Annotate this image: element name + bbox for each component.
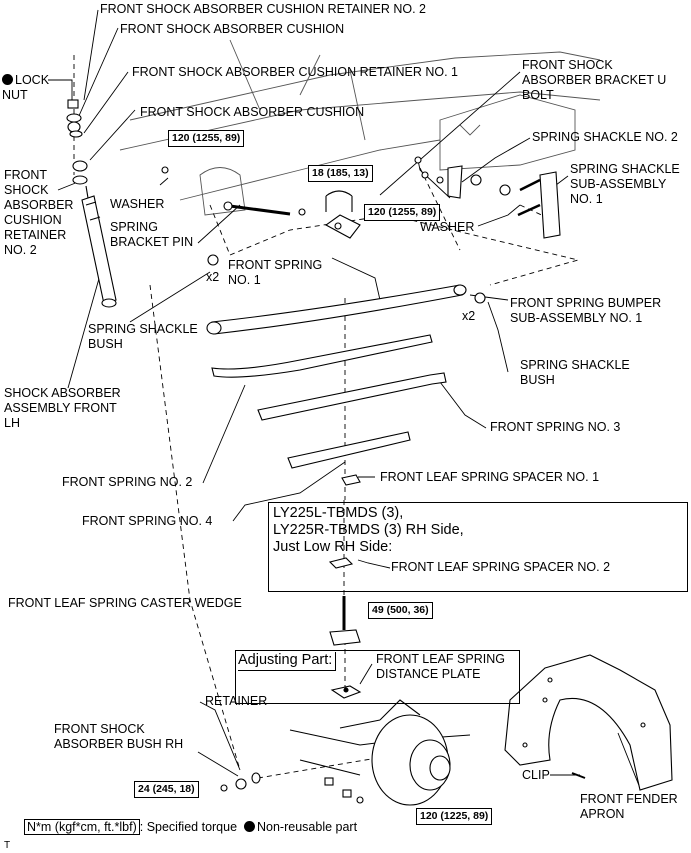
label-shock-assembly: SHOCK ABSORBER ASSEMBLY FRONT LH (4, 386, 121, 430)
label-front-spring-no3: FRONT SPRING NO. 3 (490, 420, 621, 434)
nonreusable-dot-icon (2, 74, 13, 85)
label-retainer-no1: FRONT SHOCK ABSORBER CUSHION RETAINER NO… (132, 65, 458, 79)
label-bush-rh: FRONT SHOCK ABSORBER BUSH RH (54, 722, 184, 751)
torque-box-4: 49 (500, 36) (368, 602, 433, 619)
corner-mark: T (4, 840, 11, 851)
label-front-spring-no1: FRONT SPRING NO. 1 (228, 258, 323, 287)
label-shackle-bush-right: SPRING SHACKLE BUSH (520, 358, 630, 387)
label-washer-right: WASHER (420, 220, 475, 234)
label-shackle-bush-left: SPRING SHACKLE BUSH (88, 322, 198, 351)
label-front-spring-no4: FRONT SPRING NO. 4 (82, 514, 213, 528)
label-x2-right: x2 (462, 309, 476, 323)
torque-box-2: 18 (185, 13) (308, 165, 373, 182)
label-spring-shackle-sub: SPRING SHACKLE SUB-ASSEMBLY NO. 1 (570, 162, 680, 206)
legend-torque-text: : Specified torque (139, 820, 238, 834)
label-bracket-u-bolt: FRONT SHOCK ABSORBER BRACKET U BOLT (522, 58, 667, 102)
adjusting-part-heading: Adjusting Part: (238, 652, 337, 671)
label-retainer-no2-left: FRONT SHOCK ABSORBER CUSHION RETAINER NO… (4, 168, 74, 257)
label-lock-nut: LOCK NUT (2, 73, 49, 103)
legend: N*m (kgf*cm, ft.*lbf): Specified torque … (24, 819, 358, 835)
torque-box-6: 120 (1225, 89) (416, 808, 493, 825)
shock-absorber (66, 99, 117, 308)
label-x2-left: x2 (206, 270, 220, 284)
label-clip: CLIP (522, 768, 550, 782)
label-distance-plate: FRONT LEAF SPRING DISTANCE PLATE (376, 652, 505, 681)
torque-box-3: 120 (1255, 89) (364, 204, 441, 221)
legend-nonreusable-text: Non-reusable part (257, 820, 358, 834)
variant-note-box: LY225L-TBMDS (3), LY225R-TBMDS (3) RH Si… (268, 502, 688, 592)
label-bumper-sub: FRONT SPRING BUMPER SUB-ASSEMBLY NO. 1 (510, 296, 662, 325)
label-fender-apron: FRONT FENDER APRON (580, 792, 678, 821)
leaf-springs (206, 284, 467, 569)
label-retainer: RETAINER (205, 694, 268, 708)
axle-hub (220, 699, 471, 806)
label-spring-shackle-no2: SPRING SHACKLE NO. 2 (532, 130, 678, 144)
fender-apron-shape (504, 654, 673, 791)
lock-nut-text: LOCK NUT (2, 73, 50, 102)
label-retainer-no2-top: FRONT SHOCK ABSORBER CUSHION RETAINER NO… (100, 2, 426, 16)
label-spring-bracket-pin: SPRING BRACKET PIN (110, 220, 194, 249)
label-spacer-no2: FRONT LEAF SPRING SPACER NO. 2 (391, 560, 611, 574)
legend-nonreusable-dot-icon (244, 821, 255, 832)
legend-torque-unit: N*m (kgf*cm, ft.*lbf) (24, 819, 140, 835)
label-cushion-lower: FRONT SHOCK ABSORBER CUSHION (140, 105, 365, 119)
variant-note-text: LY225L-TBMDS (3), LY225R-TBMDS (3) RH Si… (273, 505, 464, 555)
label-caster-wedge: FRONT LEAF SPRING CASTER WEDGE (8, 596, 242, 610)
torque-box-5: 24 (245, 18) (134, 781, 199, 798)
leader-lines (48, 9, 641, 789)
label-front-spring-no2: FRONT SPRING NO. 2 (62, 475, 193, 489)
hardware (161, 156, 561, 699)
label-washer-left: WASHER (110, 197, 165, 211)
torque-box-1: 120 (1255, 89) (168, 130, 245, 147)
label-cushion-top: FRONT SHOCK ABSORBER CUSHION (120, 22, 345, 36)
label-spacer-no1: FRONT LEAF SPRING SPACER NO. 1 (380, 470, 600, 484)
vehicle-frame (119, 39, 601, 216)
adjusting-part-box: Adjusting Part: FRONT LEAF SPRING DISTAN… (235, 650, 520, 704)
